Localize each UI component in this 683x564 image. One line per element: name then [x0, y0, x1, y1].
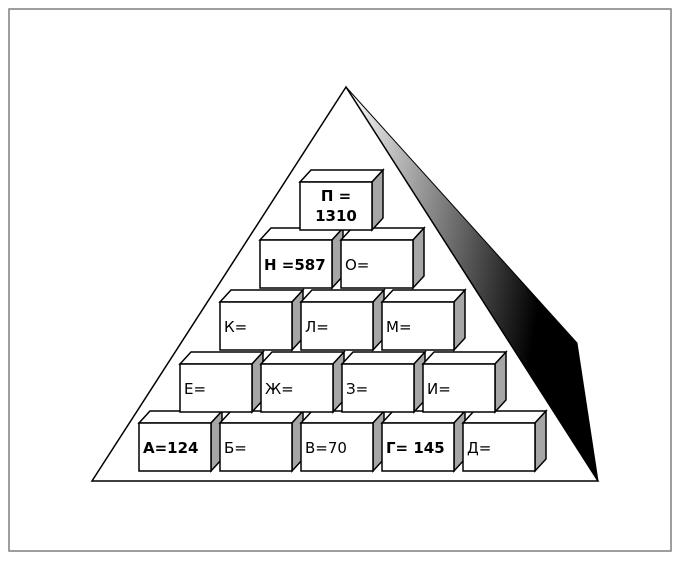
block-top-face: [298, 169, 385, 183]
block-label: З=: [346, 380, 368, 398]
block-label: А=124: [143, 439, 199, 457]
block-o: О=: [339, 226, 426, 290]
block-top-face: [421, 351, 508, 365]
block-label: Д=: [467, 439, 491, 457]
block-v: В=70: [299, 409, 386, 473]
block-label: Л=: [305, 318, 329, 336]
block-front-face: [300, 422, 374, 472]
block-label: О=: [345, 256, 369, 274]
block-d: Д=: [461, 409, 548, 473]
block-i: И=: [421, 350, 508, 414]
pyramid-outline: [90, 85, 600, 482]
block-label: Е=: [184, 380, 206, 398]
diagram-frame: [8, 8, 672, 552]
block-top-face: [380, 289, 467, 303]
block-label: Ж=: [265, 380, 294, 398]
block-label: П =1310: [315, 187, 357, 225]
block-b: Б=: [218, 409, 305, 473]
block-n: Н =587: [258, 226, 345, 290]
block-label: Н =587: [264, 256, 326, 274]
block-front-face: [219, 301, 293, 351]
block-front-face: [299, 181, 373, 231]
pyramid-blocks: А=124 Б= В=70 Г= 145 Д= Е= Ж= З= И= К= Л= М= Н =587 О…: [137, 168, 548, 473]
block-front-face: [462, 422, 536, 472]
block-label: И=: [427, 380, 451, 398]
block-g: Г= 145: [380, 409, 467, 473]
block-top-face: [218, 289, 305, 303]
block-front-face: [340, 239, 414, 289]
block-top-face: [299, 289, 386, 303]
block-m: М=: [380, 288, 467, 352]
block-front-face: [381, 422, 455, 472]
block-zh: Ж=: [259, 350, 346, 414]
block-e: Е=: [178, 350, 265, 414]
block-front-face: [179, 363, 253, 413]
block-top-face: [340, 351, 427, 365]
block-a: А=124: [137, 409, 224, 473]
block-top-face: [259, 351, 346, 365]
block-top-face: [218, 410, 305, 424]
block-label: К=: [224, 318, 247, 336]
block-label: М=: [386, 318, 412, 336]
block-label: В=70: [305, 439, 347, 457]
block-top-face: [137, 410, 224, 424]
block-k: К=: [218, 288, 305, 352]
block-front-face: [422, 363, 496, 413]
block-front-face: [260, 363, 334, 413]
block-top-face: [299, 410, 386, 424]
block-top-face: [178, 351, 265, 365]
block-front-face: [381, 301, 455, 351]
block-p: П =1310: [298, 168, 385, 232]
block-label: Б=: [224, 439, 247, 457]
block-l: Л=: [299, 288, 386, 352]
block-front-face: [219, 422, 293, 472]
block-front-face: [259, 239, 333, 289]
block-front-face: [300, 301, 374, 351]
block-front-face: [341, 363, 415, 413]
block-top-face: [380, 410, 467, 424]
block-top-face: [461, 410, 548, 424]
block-z: З=: [340, 350, 427, 414]
block-front-face: [138, 422, 212, 472]
block-label: Г= 145: [386, 439, 445, 457]
